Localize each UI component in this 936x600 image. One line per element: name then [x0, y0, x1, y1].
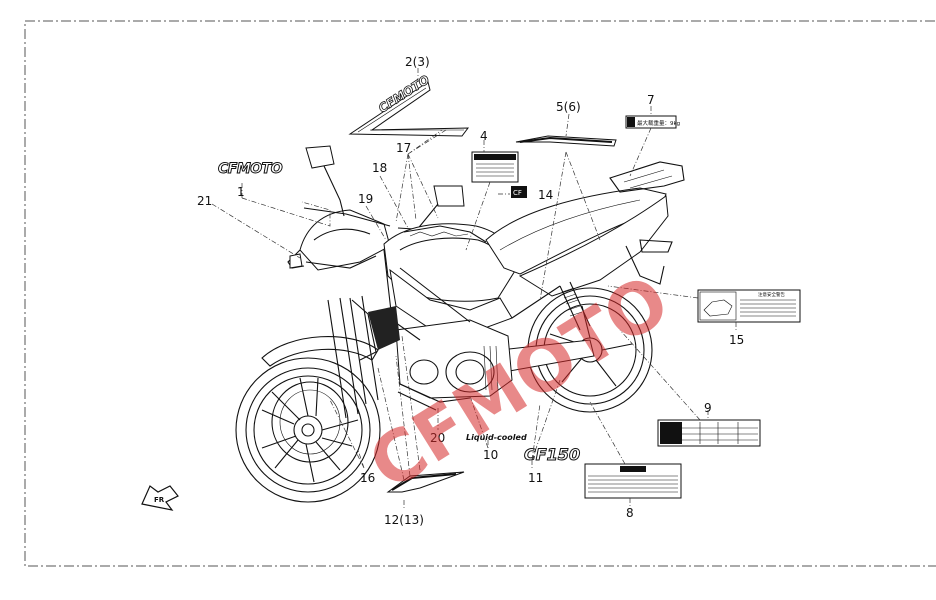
motorcycle-drawing	[235, 145, 685, 503]
mirrors	[305, 145, 465, 237]
leader-lines	[211, 68, 737, 510]
decal-cfmoto-logo: CFMOTO	[218, 161, 284, 178]
callout-12: 12(13)	[384, 513, 424, 527]
decal-load-label: 最大载重量：9kg	[625, 115, 680, 129]
callout-19: 19	[358, 192, 373, 206]
decal-warning-label-4	[471, 151, 519, 183]
tank-shroud	[389, 268, 513, 333]
callout-15: 15	[729, 333, 744, 347]
callout-4: 4	[480, 129, 488, 143]
decal-lower-stripe	[386, 471, 465, 493]
callout-16: 16	[360, 471, 375, 485]
decal-warning-panel-15: 注意安全警告	[697, 289, 801, 323]
radiator	[368, 306, 400, 350]
callout-20: 20	[430, 431, 445, 445]
front-fender	[261, 336, 379, 367]
direction-arrow-icon: FR	[141, 485, 179, 511]
callout-2: 2(3)	[405, 55, 430, 69]
direction-arrow-text: FR	[154, 496, 165, 504]
rear-shock	[559, 281, 591, 331]
callout-14: 14	[538, 188, 553, 202]
front-fork	[327, 295, 379, 419]
tail-section	[518, 195, 673, 297]
decal-warning-label-8	[584, 463, 682, 499]
badge-14-text: CF	[513, 189, 522, 197]
callout-9: 9	[704, 401, 712, 415]
callout-10: 10	[483, 448, 498, 462]
callout-11: 11	[528, 471, 543, 485]
callout-1: 1	[237, 185, 245, 199]
rear-rack	[609, 161, 685, 193]
callout-17: 17	[396, 141, 411, 155]
decal-badge-14: CF	[511, 186, 527, 198]
callout-5: 5(6)	[556, 100, 581, 114]
exhaust	[397, 383, 471, 411]
diagram-frame	[24, 20, 936, 567]
decal-side-stripe: CFMOTO	[348, 72, 470, 137]
callout-18: 18	[372, 161, 387, 175]
warning-15-title: 注意安全警告	[758, 291, 785, 298]
callout-21: 21	[197, 194, 212, 208]
cf150-badge-text: CF150	[524, 445, 580, 464]
cfmoto-logo-text: CFMOTO	[218, 161, 283, 177]
callout-labels: 1 2(3) 4 5(6) 7 8 9 10 11 12(13) 14 15 1…	[197, 55, 744, 527]
callout-7: 7	[647, 93, 655, 107]
front-wheel	[235, 357, 381, 503]
decal-spec-table	[657, 419, 761, 447]
liquid-cooled-text: Liquid-cooled	[466, 433, 527, 442]
front-fairing	[287, 209, 391, 271]
load-label-text: 最大载重量：9kg	[637, 119, 680, 127]
callout-8: 8	[626, 506, 634, 520]
